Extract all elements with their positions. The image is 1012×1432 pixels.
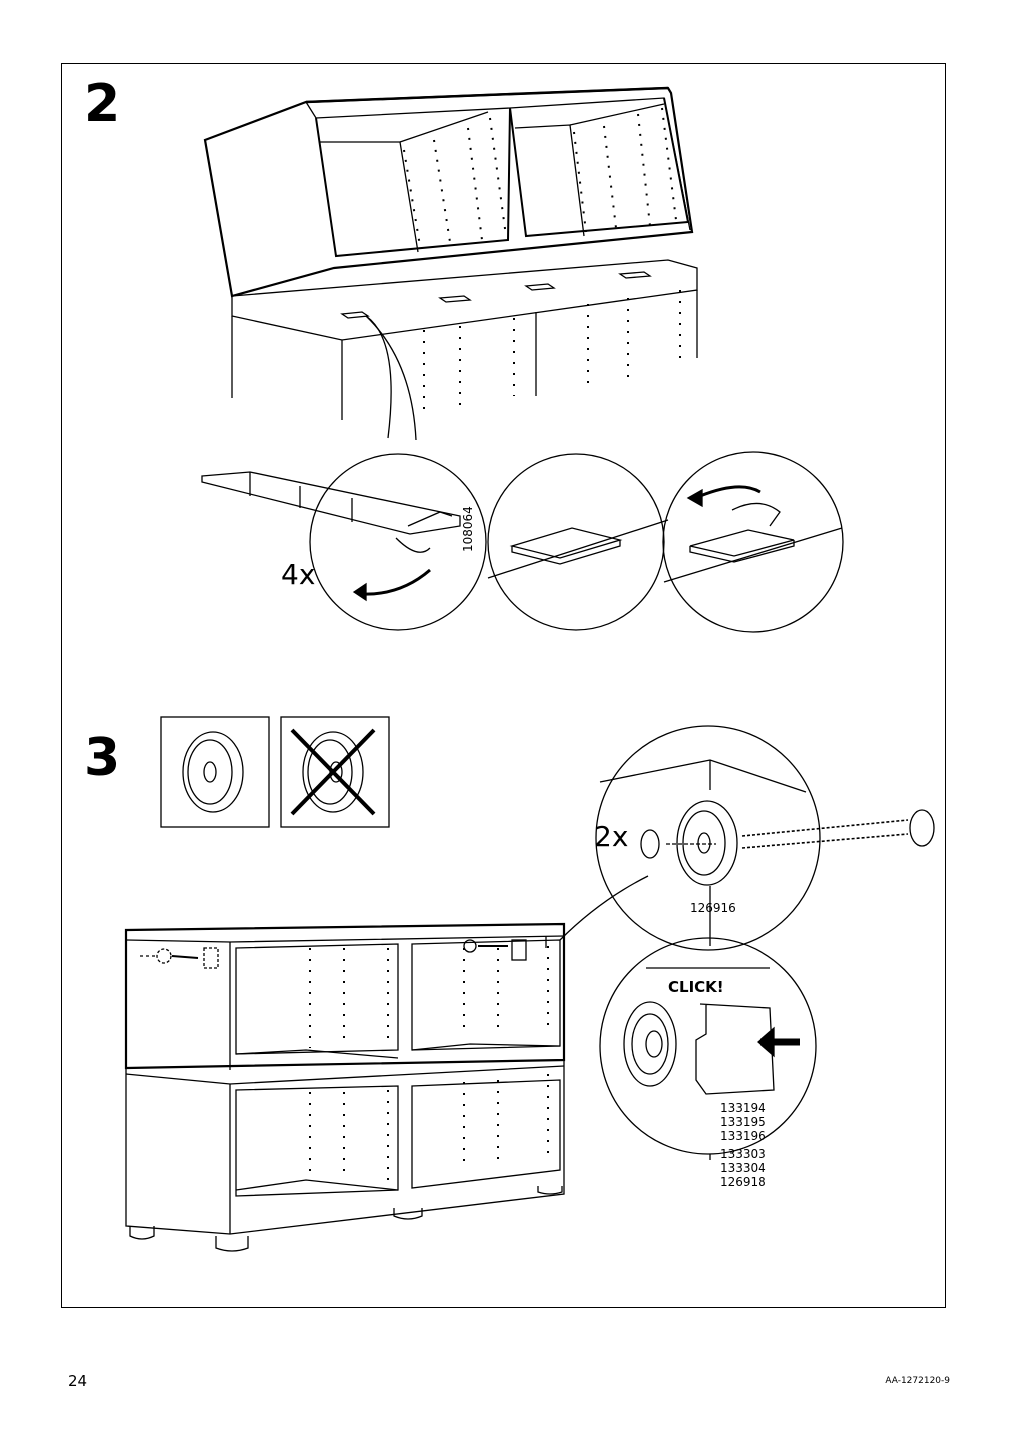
step-3-quantity: 2x — [594, 820, 628, 853]
step-2-cabinet-drawing — [203, 86, 698, 441]
part-number-4: 133303 — [720, 1147, 766, 1161]
part-number-2: 133195 — [720, 1115, 766, 1129]
click-label: CLICK! — [668, 978, 724, 996]
step-3-number: 3 — [84, 728, 121, 788]
step-2-part-number: 108064 — [461, 506, 475, 552]
step-2-quantity: 4x — [281, 558, 315, 591]
step-3-cabinet-drawing — [124, 875, 649, 1252]
step-3-detail-screw — [595, 725, 935, 951]
step-2-number: 2 — [84, 74, 121, 134]
part-number-3: 133196 — [720, 1129, 766, 1143]
part-number-5: 133304 — [720, 1161, 766, 1175]
part-number-6: 126918 — [720, 1175, 766, 1189]
step-3-part-number: 126916 — [690, 901, 736, 915]
part-number-1: 133194 — [720, 1101, 766, 1115]
step-2-detail-circles — [201, 451, 844, 633]
instruction-frame — [61, 63, 946, 1308]
document-code: AA-1272120-9 — [885, 1376, 950, 1386]
step-3-detail-click — [599, 937, 817, 1160]
page-number: 24 — [68, 1372, 88, 1390]
step-3-disc-examples — [160, 716, 390, 828]
